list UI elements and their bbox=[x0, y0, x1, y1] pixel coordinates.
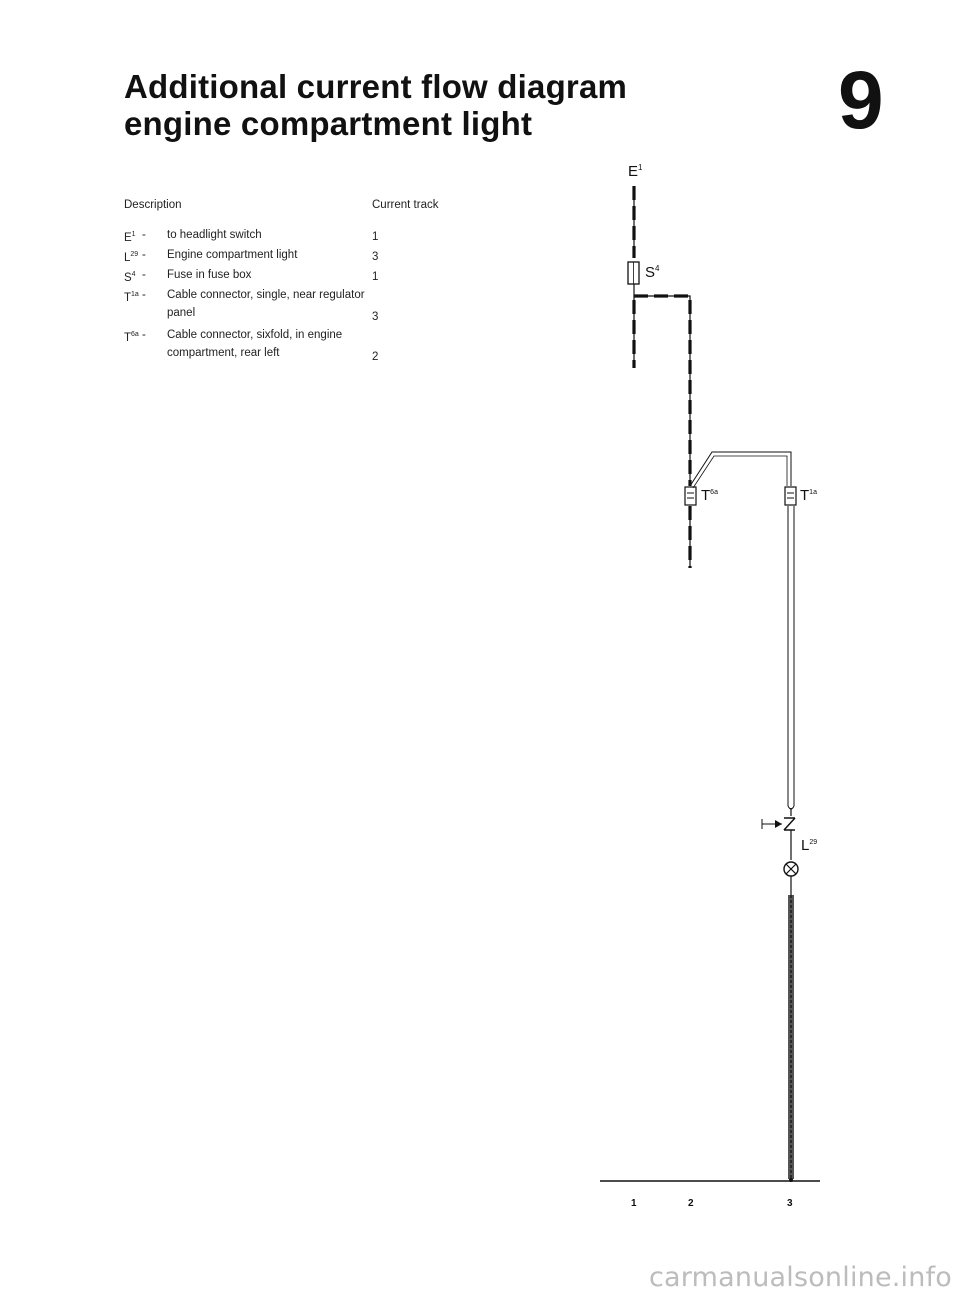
legend-item: E1 - to headlight switch 1 bbox=[124, 226, 464, 246]
legend-col-description: Description bbox=[124, 199, 182, 211]
legend-track: 3 bbox=[372, 311, 379, 323]
legend-code: S4 bbox=[124, 271, 136, 284]
legend-description: Cable connector, sixfold, in engine comp… bbox=[167, 329, 343, 359]
connector-t6a: T6a bbox=[684, 486, 718, 506]
legend-track: 3 bbox=[372, 251, 379, 263]
lamp-l29: L29 bbox=[783, 837, 817, 877]
legend-header: Description Current track bbox=[124, 196, 464, 226]
track-number-2: 2 bbox=[688, 1198, 694, 1209]
legend-item: L29 - Engine compartment light 3 bbox=[124, 246, 464, 266]
wire-ground bbox=[788, 876, 794, 1182]
legend-track: 1 bbox=[372, 271, 379, 283]
title-line-2: engine compartment light bbox=[124, 105, 533, 142]
page-title: Additional current flow diagram engine c… bbox=[124, 68, 627, 142]
label-t6a: T6a bbox=[701, 487, 718, 504]
legend-description: Engine compartment light bbox=[167, 249, 298, 261]
switch-symbol bbox=[761, 808, 796, 860]
title-line-1: Additional current flow diagram bbox=[124, 68, 628, 105]
track-number-1: 1 bbox=[631, 1198, 637, 1209]
watermark: carmanualsonline.info bbox=[649, 1262, 952, 1293]
connector-t1a: T1a bbox=[784, 486, 817, 506]
legend-description: Cable connector, single, near regulator … bbox=[167, 289, 365, 319]
chapter-number: 9 bbox=[838, 55, 884, 146]
track-number-3: 3 bbox=[787, 1198, 793, 1209]
legend-item: T1a - Cable connector, single, near regu… bbox=[124, 286, 464, 326]
label-t1a: T1a bbox=[800, 487, 817, 504]
legend-code: L29 bbox=[124, 251, 139, 264]
legend-col-track: Current track bbox=[372, 199, 439, 211]
label-e1: E1 bbox=[628, 163, 643, 180]
wire-grey-to-t1a bbox=[689, 451, 792, 489]
label-l29: L29 bbox=[801, 837, 817, 854]
legend-item: S4 - Fuse in fuse box 1 bbox=[124, 266, 464, 286]
legend-code: T6a bbox=[124, 331, 139, 344]
label-s4: S4 bbox=[645, 264, 660, 281]
legend-track: 2 bbox=[372, 351, 379, 363]
wire-branch-track2 bbox=[634, 294, 692, 486]
wire-t1a-to-switch bbox=[787, 506, 795, 810]
legend-description: to headlight switch bbox=[167, 229, 262, 241]
legend-code: T1a bbox=[124, 291, 139, 304]
legend-track: 1 bbox=[372, 231, 379, 243]
legend-description: Fuse in fuse box bbox=[167, 269, 252, 281]
legend-item: T6a - Cable connector, sixfold, in engin… bbox=[124, 326, 464, 366]
legend: Description Current track E1 - to headli… bbox=[124, 196, 464, 366]
legend-code: E1 bbox=[124, 231, 136, 244]
